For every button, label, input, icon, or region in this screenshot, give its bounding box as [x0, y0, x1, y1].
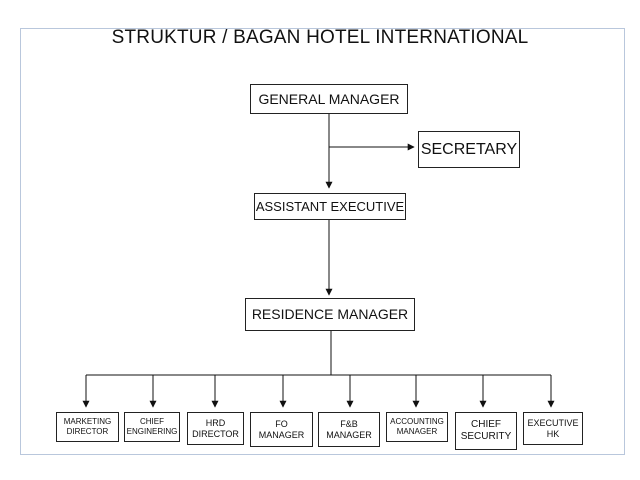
node-chief-enginering: CHIEF ENGINERING — [124, 412, 180, 442]
diagram-title: STRUKTUR / BAGAN HOTEL INTERNATIONAL — [111, 27, 529, 48]
diagram-frame — [20, 28, 625, 455]
node-fb-manager: F&B MANAGER — [318, 412, 380, 447]
node-hrd-director: HRD DIRECTOR — [187, 412, 244, 445]
node-marketing-director: MARKETING DIRECTOR — [56, 412, 119, 442]
node-secretary: SECRETARY — [418, 131, 520, 168]
node-chief-security: CHIEF SECURITY — [455, 412, 517, 450]
node-general-manager: GENERAL MANAGER — [250, 84, 408, 114]
node-fo-manager: FO MANAGER — [250, 412, 313, 447]
node-residence-manager: RESIDENCE MANAGER — [245, 298, 415, 331]
node-executive-hk: EXECUTIVE HK — [523, 412, 583, 445]
node-accounting-manager: ACCOUNTING MANAGER — [386, 412, 448, 442]
node-assistant-executive: ASSISTANT EXECUTIVE — [254, 193, 406, 220]
